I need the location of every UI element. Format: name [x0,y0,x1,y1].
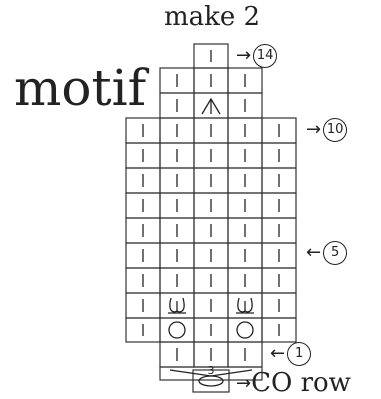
chart-cell [261,317,297,343]
co-row-label: →CO row [236,368,351,399]
yarn-over-symbol [168,321,186,339]
row-number: 1 [287,342,312,366]
arrow-right-icon: → [306,119,322,140]
decrease-row-cell [159,366,263,381]
arrow-right-icon: → [236,373,252,394]
row-number: 5 [323,241,348,265]
row-number: 10 [323,118,348,142]
cast-on-cell [192,369,230,393]
row-label-5: ←5 [306,241,348,265]
arrow-left-icon: ← [270,343,286,364]
chart-title: make 2 [164,2,261,32]
decrease-count-label: 3 [208,364,215,377]
arrow-right-icon: → [236,45,252,66]
row-label-1: ←1 [270,342,312,366]
motif-label: motif [14,59,147,117]
row-label-14: →14 [236,44,278,68]
yarn-over-symbol [236,321,254,339]
row-number: 14 [253,44,278,68]
arrow-left-icon: ← [306,242,322,263]
row-label-10: →10 [306,118,348,142]
cast-on-symbol [198,375,224,387]
co-row-text: CO row [251,368,351,398]
